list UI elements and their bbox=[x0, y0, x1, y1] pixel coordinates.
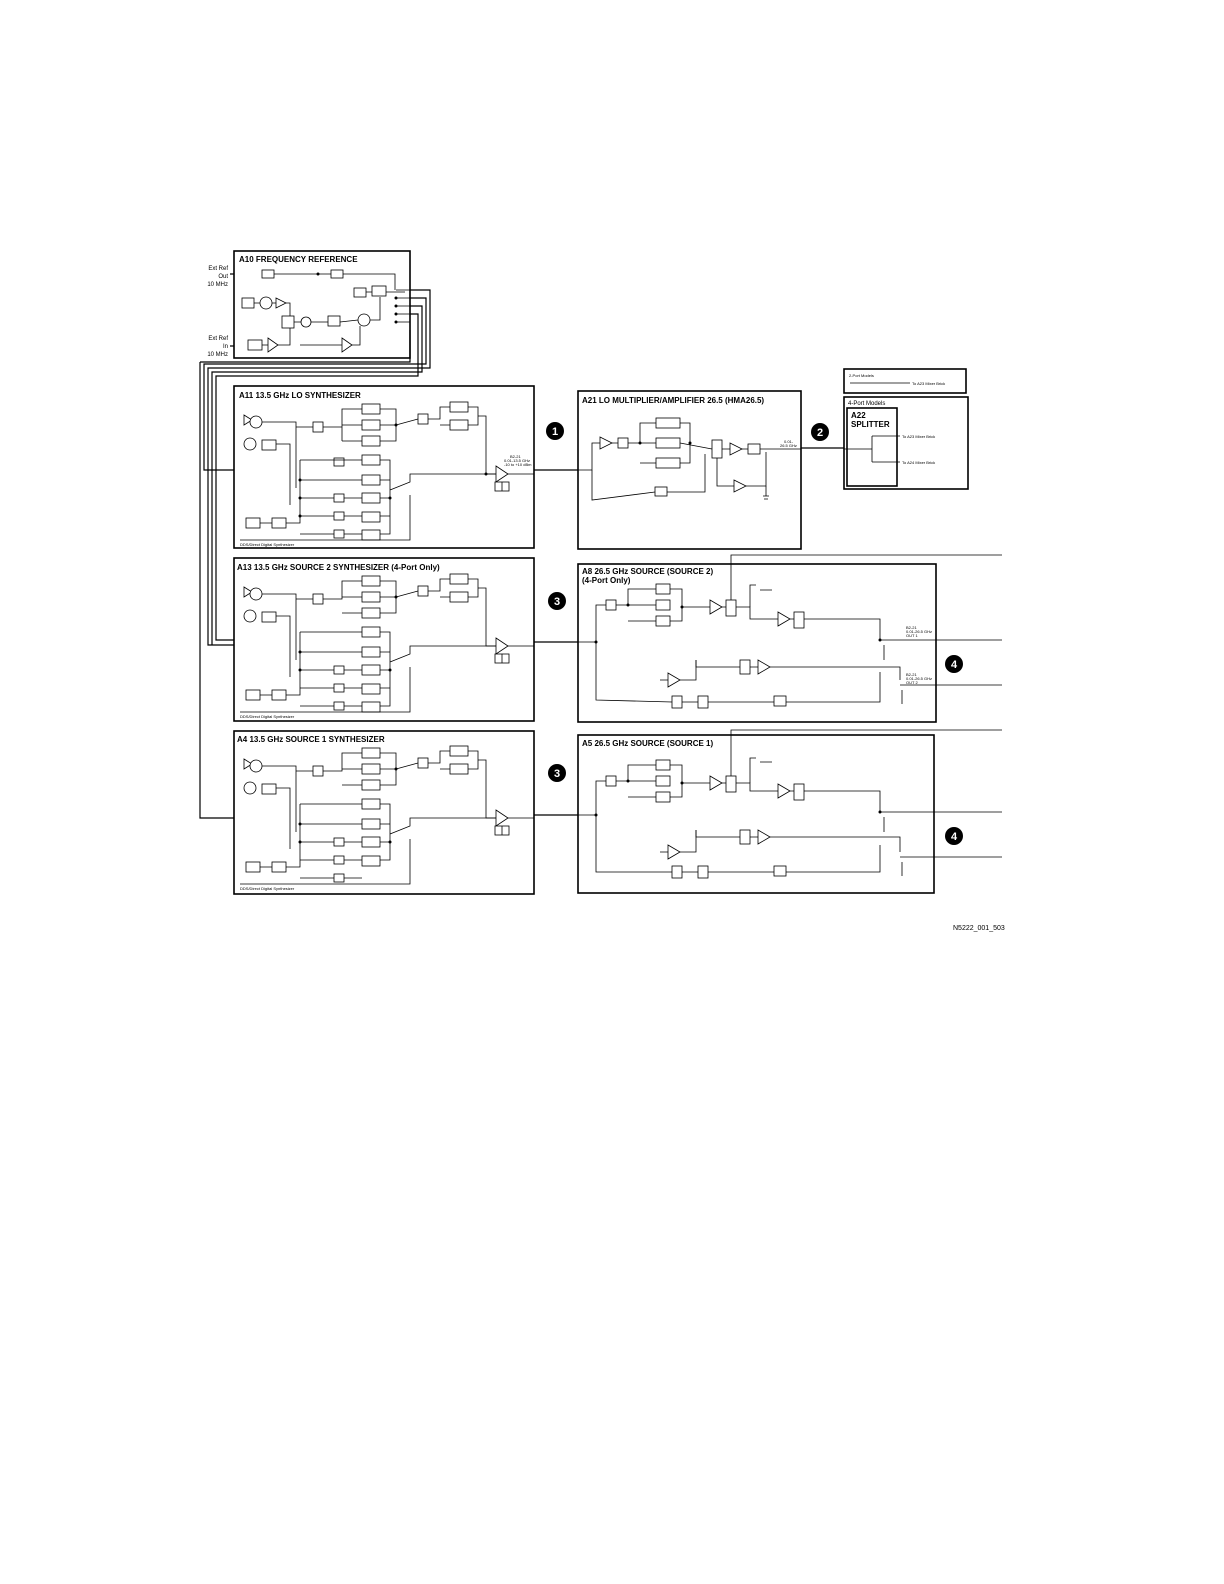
svg-text:To A23 Mixer Brick: To A23 Mixer Brick bbox=[912, 381, 945, 386]
a4-footer: DDS/Direct Digital Synthesizer bbox=[240, 886, 295, 891]
svg-text:OUT 1: OUT 1 bbox=[906, 633, 918, 638]
svg-text:Ext Ref: Ext Ref bbox=[208, 266, 228, 272]
four-port-models-box: 4-Port Models A22 SPLITTER To A23 Mixer … bbox=[844, 397, 968, 489]
svg-text:-10 to +10 dBm: -10 to +10 dBm bbox=[504, 462, 532, 467]
a13-source2-synthesizer: A13 13.5 GHz SOURCE 2 SYNTHESIZER (4-Por… bbox=[234, 558, 534, 721]
a8-source2: A8 26.5 GHz SOURCE (SOURCE 2) (4-Port On… bbox=[578, 555, 1002, 722]
ext-ref-in-label: Ext Ref In 10 MHz bbox=[207, 336, 228, 358]
figure-id: N5222_001_503 bbox=[953, 925, 1005, 932]
a11-title: A11 13.5 GHz LO SYNTHESIZER bbox=[239, 391, 361, 400]
a5-source1: A5 26.5 GHz SOURCE (SOURCE 1) bbox=[578, 730, 1002, 893]
svg-text:4: 4 bbox=[951, 831, 958, 843]
callout-1: 1 bbox=[546, 422, 564, 440]
callout-3b: 3 bbox=[548, 764, 566, 782]
svg-text:3: 3 bbox=[554, 768, 560, 780]
svg-text:1: 1 bbox=[552, 426, 558, 438]
svg-text:2: 2 bbox=[817, 427, 823, 439]
a4-source1-synthesizer: A4 13.5 GHz SOURCE 1 SYNTHESIZER bbox=[234, 731, 534, 894]
a4-title: A4 13.5 GHz SOURCE 1 SYNTHESIZER bbox=[237, 735, 385, 744]
callout-4b: 4 bbox=[945, 827, 963, 845]
interconnect-lines bbox=[534, 448, 844, 815]
a5-title: A5 26.5 GHz SOURCE (SOURCE 1) bbox=[582, 739, 713, 748]
svg-text:3: 3 bbox=[554, 596, 560, 608]
a22-splitter: SPLITTER bbox=[851, 420, 890, 429]
svg-text:In: In bbox=[223, 344, 228, 350]
a11-footer: DDS/Direct Digital Synthesizer bbox=[240, 542, 295, 547]
a13-title: A13 13.5 GHz SOURCE 2 SYNTHESIZER (4-Por… bbox=[237, 563, 440, 572]
a10-frequency-reference: A10 FREQUENCY REFERENCE bbox=[234, 251, 410, 358]
a8-subtitle: (4-Port Only) bbox=[582, 576, 631, 585]
a21-title: A21 LO MULTIPLIER/AMPLIFIER 26.5 (HMA26.… bbox=[582, 396, 764, 405]
svg-text:Ext Ref: Ext Ref bbox=[208, 336, 228, 342]
svg-text:Out: Out bbox=[218, 274, 228, 280]
a23-destination: To A23 Mixer Brick bbox=[902, 434, 935, 439]
svg-text:10 MHz: 10 MHz bbox=[207, 352, 228, 358]
a13-footer: DDS/Direct Digital Synthesizer bbox=[240, 714, 295, 719]
svg-text:4: 4 bbox=[951, 659, 958, 671]
callout-3a: 3 bbox=[548, 592, 566, 610]
a22-name: A22 bbox=[851, 411, 866, 420]
ext-ref-out-label: Ext Ref Out 10 MHz bbox=[207, 266, 228, 288]
a10-title: A10 FREQUENCY REFERENCE bbox=[239, 255, 358, 264]
two-port-models-box: 2-Port Models To A23 Mixer Brick bbox=[844, 369, 966, 393]
callout-4a: 4 bbox=[945, 655, 963, 673]
a24-destination: To A24 Mixer Brick bbox=[902, 460, 935, 465]
a11-lo-synthesizer: A11 13.5 GHz LO SYNTHESIZER bbox=[234, 386, 534, 548]
svg-text:OUT 2: OUT 2 bbox=[906, 680, 918, 685]
callout-2: 2 bbox=[811, 423, 829, 441]
svg-text:4-Port Models: 4-Port Models bbox=[848, 401, 885, 407]
svg-text:26.5 GHz: 26.5 GHz bbox=[780, 443, 797, 448]
a8-title: A8 26.5 GHz SOURCE (SOURCE 2) bbox=[582, 567, 713, 576]
svg-text:10 MHz: 10 MHz bbox=[207, 282, 228, 288]
svg-text:2-Port Models: 2-Port Models bbox=[849, 373, 874, 378]
a21-lo-multiplier: A21 LO MULTIPLIER/AMPLIFIER 26.5 (HMA26.… bbox=[578, 391, 801, 549]
